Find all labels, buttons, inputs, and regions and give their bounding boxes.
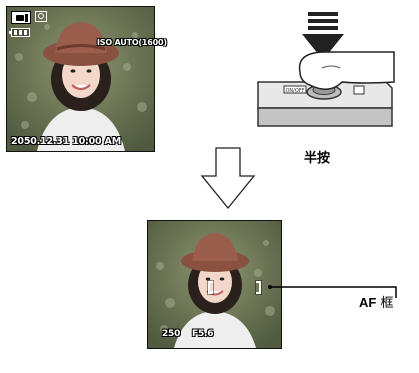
battery-icon [9,28,30,37]
svg-text:ON/OFF: ON/OFF [285,88,304,94]
date-time-display: 2050.12.31 10:00 AM [11,136,121,147]
camera-mode-icon [11,11,31,24]
lcd-screen-bottom: 250 F5.6 [147,220,282,349]
af-frame-label-af: AF [359,295,377,310]
portrait-photo [148,221,281,348]
camera-shutter-illustration: ON/OFF [256,12,396,130]
down-arrow-icon [198,146,258,210]
press-down-icon [302,12,344,60]
af-frame-brackets [208,281,261,296]
metering-icon [35,11,47,22]
af-frame-label: AF 框 [359,292,394,311]
portrait-photo [7,7,154,151]
half-press-label: 半按 [304,151,331,166]
af-frame-label-frame: 框 [380,296,394,311]
iso-indicator: ISO AUTO(1600) [97,38,167,47]
lcd-screen-top: ISO AUTO(1600) 2050.12.31 10:00 AM [6,6,167,152]
shutter-speed: 250 [162,329,181,339]
aperture-value: F5.6 [192,329,214,339]
